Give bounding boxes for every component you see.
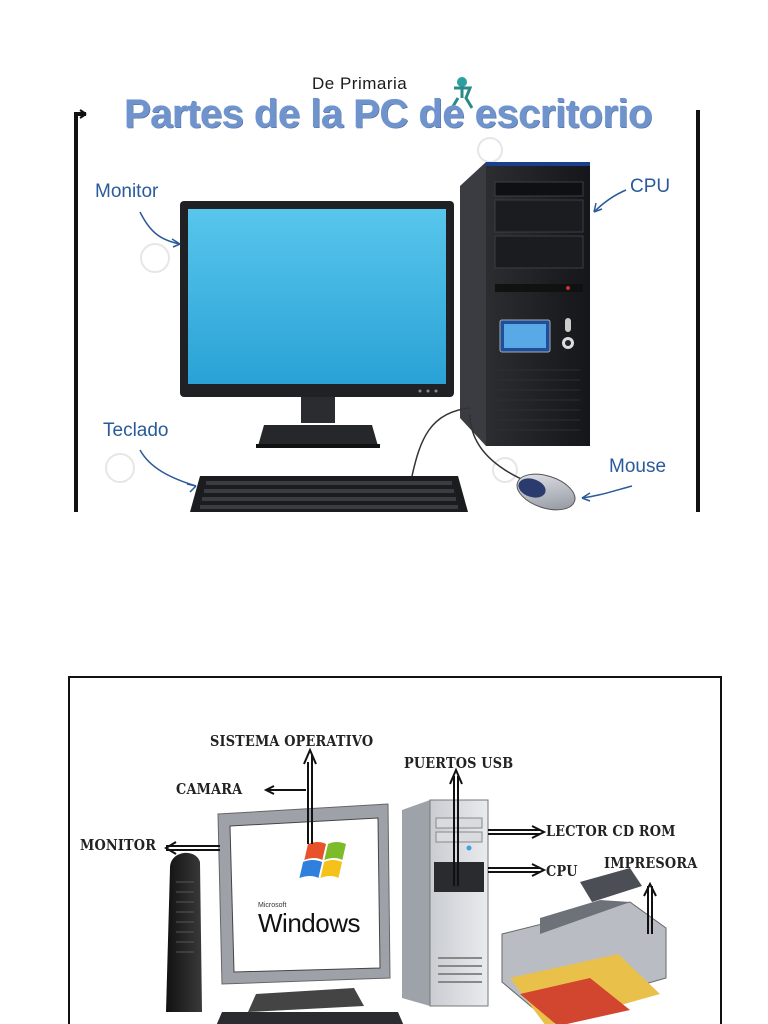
mouse-illustration [513, 468, 580, 512]
cpu-tower-illustration [402, 800, 488, 1006]
speaker-illustration [166, 853, 202, 1012]
figure-pc-parts: De Primaria Partes de la PC de escritori… [0, 0, 768, 512]
monitor-arrow [140, 212, 180, 244]
screen-product-text: Windows [258, 908, 360, 939]
cpu-arrow [594, 190, 626, 212]
label-usb-ports: PUERTOS USB [404, 754, 513, 772]
cpu-tower-illustration [460, 162, 590, 446]
label-cpu: CPU [546, 862, 578, 880]
page-title: Partes de la PC de escritorio [124, 92, 652, 137]
label-cd-reader: LECTOR CD ROM [546, 822, 676, 840]
components-illustration [70, 678, 722, 1024]
frame-left-line [76, 114, 86, 512]
printer-illustration [502, 868, 666, 1024]
label-monitor: Monitor [95, 181, 158, 203]
label-monitor: MONITOR [80, 836, 156, 854]
keyboard-illustration [216, 1012, 404, 1024]
label-printer: IMPRESORA [604, 854, 697, 872]
top-caption: De Primaria [312, 74, 407, 94]
label-operating-system: SISTEMA OPERATIVO [210, 732, 373, 750]
monitor-illustration [180, 201, 454, 448]
label-cpu: CPU [630, 176, 670, 198]
mouse-arrow [582, 486, 632, 498]
keyboard-illustration [190, 476, 468, 512]
figure-pc-components: SISTEMA OPERATIVO PUERTOS USB CAMARA MON… [68, 676, 722, 1024]
label-mouse: Mouse [609, 456, 666, 478]
keyboard-arrow [140, 450, 196, 486]
label-keyboard: Teclado [103, 420, 169, 442]
label-camera: CAMARA [176, 780, 242, 798]
